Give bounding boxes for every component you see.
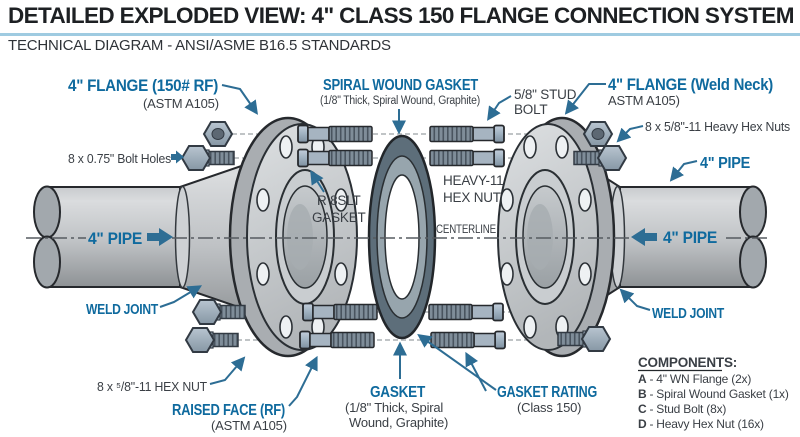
- component-item: A-4" WN Flange (2x): [638, 372, 751, 386]
- stud-bolt: [297, 148, 373, 168]
- hex-bolt: [181, 145, 235, 171]
- left-pipe-arrow-icon: [147, 228, 173, 246]
- label-left-pipe: 4" PIPE: [88, 229, 142, 248]
- gasket-rating-arrow-1: [417, 333, 497, 391]
- label-right-pipe-top: 4" PIPE: [700, 155, 751, 172]
- hex-nut: [203, 121, 233, 147]
- right-flange-bolt-holes: [500, 135, 592, 339]
- label-r-bslt-1: R 8SLT: [317, 193, 361, 208]
- right-pipe-top-arrow: [669, 160, 698, 182]
- label-right-flange: 4" FLANGE (Weld Neck): [608, 75, 773, 94]
- label-gasket-sub1: (1/8" Thick, Spiral: [345, 400, 443, 415]
- right-weld-arrow: [619, 288, 651, 311]
- label-right-flange-sub: ASTM A105): [608, 93, 680, 108]
- label-spiral-gasket-sub: (1/8" Thick, Spiral Wound, Graphite): [320, 95, 480, 107]
- right-pipe-arrow-icon: [631, 228, 657, 246]
- hex-nut: [583, 121, 613, 147]
- label-bolt-holes: 8 x 0.75" Bolt Holes: [68, 151, 172, 166]
- page-subtitle: TECHNICAL DIAGRAM - ANSI/ASME B16.5 STAN…: [8, 37, 391, 54]
- raised-face-arrow: [288, 355, 318, 407]
- stud-bolt-arrow: [487, 95, 512, 121]
- label-right-pipe: 4" PIPE: [663, 228, 717, 247]
- label-left-flange-sub: (ASTM A105): [143, 96, 219, 111]
- label-gasket-sub2: Wound, Graphite): [349, 415, 448, 430]
- component-item: D-Heavy Hex Nut (16x): [638, 417, 764, 431]
- hex-bolt: [185, 327, 239, 353]
- left-weld-arrow: [159, 285, 203, 308]
- label-centerline: CENTERLINE: [436, 224, 496, 236]
- component-item: B-Spiral Wound Gasket (1x): [638, 387, 789, 401]
- components-legend: COMPONENTS: A-4" WN Flange (2x) B-Spiral…: [638, 355, 789, 431]
- bolt-holes-arrow-icon: [171, 150, 184, 164]
- label-stud-bolt-1: 5/8" STUD: [514, 87, 577, 102]
- stud-bolt: [299, 330, 375, 350]
- stud-bolt: [429, 148, 505, 168]
- page-title: DETAILED EXPLODED VIEW: 4" CLASS 150 FLA…: [8, 3, 794, 28]
- label-left-weld: WELD JOINT: [86, 302, 158, 318]
- label-raised-face-sub: (ASTM A105): [211, 418, 287, 433]
- label-raised-face: RAISED FACE (RF): [172, 402, 285, 419]
- components-heading: COMPONENTS:: [638, 355, 737, 370]
- right-flange: [497, 116, 616, 358]
- annotation-labels: 4" FLANGE (150# RF) (ASTM A105) 8 x 0.75…: [68, 75, 790, 433]
- stud-bolt: [428, 302, 504, 322]
- stud-bolt: [430, 330, 506, 350]
- right-pipe-end: [739, 185, 767, 239]
- heavy-hex-nuts-arrow: [616, 125, 644, 143]
- label-gasket: GASKET: [370, 384, 425, 401]
- annotation-arrows: [147, 83, 698, 407]
- r-bslt-arrow: [310, 170, 325, 193]
- title-divider: [0, 33, 800, 36]
- label-heavy-nut-2: HEX NUT: [443, 190, 501, 205]
- label-stud-bolt-2: BOLT: [514, 102, 547, 117]
- label-spiral-gasket: SPIRAL WOUND GASKET: [323, 77, 478, 94]
- left-flange-arrow: [221, 84, 258, 115]
- hex-nut-arrow: [209, 356, 246, 385]
- label-r-bslt-2: GASKET: [312, 210, 366, 225]
- component-item: C-Stud Bolt (8x): [638, 402, 726, 416]
- stud-bolt: [429, 124, 505, 144]
- label-hex-nut: 8 x ⁵/8"-11 HEX NUT: [97, 379, 207, 394]
- label-heavy-hex-nuts: 8 x 5/8"-11 Heavy Hex Nuts: [645, 120, 790, 134]
- label-gasket-rating: GASKET RATING: [497, 384, 597, 401]
- label-left-flange: 4" FLANGE (150# RF): [68, 76, 218, 95]
- left-pipe-end: [33, 185, 61, 239]
- stud-bolt: [302, 302, 378, 322]
- right-flange-arrow: [564, 83, 606, 115]
- label-gasket-rating-sub: (Class 150): [517, 400, 581, 415]
- left-flange: [228, 116, 358, 358]
- label-right-weld: WELD JOINT: [652, 306, 724, 322]
- left-weld-bead: [174, 185, 191, 289]
- spiral-wound-gasket: [367, 134, 437, 340]
- stud-bolt: [297, 124, 373, 144]
- gasket-rating-arrow-2: [465, 351, 487, 392]
- label-heavy-nut-1: HEAVY-11: [443, 173, 503, 188]
